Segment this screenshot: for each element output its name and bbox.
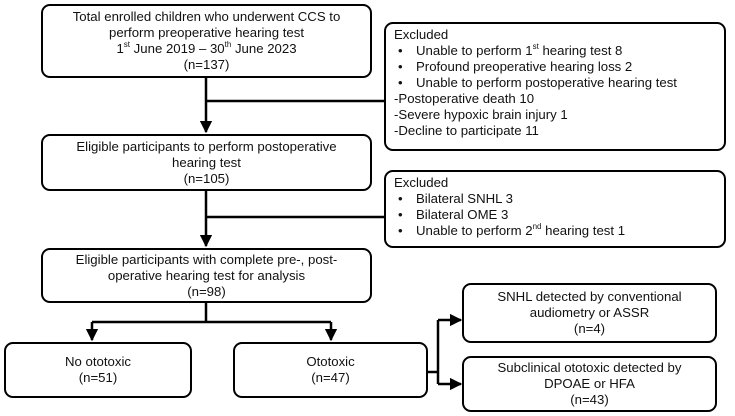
ototoxic-count: (n=47) — [311, 370, 350, 385]
no-ototoxic-box: No ototoxic (n=51) — [4, 342, 192, 398]
eligible-analysis-box: Eligible participants with complete pre-… — [41, 248, 372, 303]
eligible-post-line1: Eligible participants to perform postope… — [76, 138, 337, 154]
eligible-post-count: (n=105) — [183, 170, 230, 186]
excluded-1-item-3: Unable to perform postoperative hearing … — [394, 75, 716, 91]
excluded-2-item-3: Unable to perform 2nd hearing test 1 — [394, 222, 716, 239]
no-ototoxic-count: (n=51) — [78, 370, 118, 385]
enrolled-box: Total enrolled children who underwent CC… — [41, 4, 372, 78]
excluded-2-item-1: Bilateral SNHL 3 — [394, 191, 716, 207]
excluded-box-1: Excluded Unable to perform 1st hearing t… — [384, 22, 726, 151]
snhl-count: (n=4) — [573, 321, 606, 336]
ototoxic-label: Ototoxic — [306, 354, 355, 369]
excluded-1-detail-1: -Postoperative death 10 — [394, 91, 535, 106]
snhl-line1: SNHL detected by conventional — [497, 289, 682, 304]
enrolled-line1: Total enrolled children who underwent CC… — [72, 9, 341, 24]
excluded-1-item-2: Profound preoperative hearing loss 2 — [394, 59, 716, 75]
eligible-postoperative-box: Eligible participants to perform postope… — [41, 134, 372, 191]
enrolled-count: (n=137) — [183, 57, 230, 72]
eligible-analysis-line1: Eligible participants with complete pre-… — [75, 251, 338, 267]
subclinical-line1: Subclinical ototoxic detected by — [497, 360, 682, 375]
excluded-1-detail-3: -Decline to participate 11 — [394, 123, 539, 138]
excluded-box-2: Excluded Bilateral SNHL 3 Bilateral OME … — [384, 170, 726, 248]
excluded-1-item-1: Unable to perform 1st hearing test 8 — [394, 42, 716, 59]
excluded-2-title: Excluded — [394, 175, 449, 190]
eligible-post-line2: hearing test — [172, 154, 241, 170]
excluded-2-item-2: Bilateral OME 3 — [394, 207, 716, 223]
ototoxic-box: Ototoxic (n=47) — [233, 342, 428, 398]
eligible-analysis-line2: operative hearing test for analysis — [107, 267, 306, 283]
excluded-1-detail-2: -Severe hypoxic brain injury 1 — [394, 107, 568, 122]
snhl-box: SNHL detected by conventional audiometry… — [462, 283, 717, 343]
snhl-line2: audiometry or ASSR — [529, 305, 650, 320]
enrolled-date-range: 1st June 2019 – 30th June 2023 — [116, 39, 297, 56]
subclinical-box: Subclinical ototoxic detected by DPOAE o… — [462, 356, 717, 412]
eligible-analysis-count: (n=98) — [187, 283, 226, 299]
subclinical-line2: DPOAE or HFA — [544, 376, 635, 391]
subclinical-count: (n=43) — [570, 392, 609, 407]
no-ototoxic-label: No ototoxic — [65, 354, 131, 369]
enrolled-line2: perform preoperative hearing test — [109, 25, 304, 40]
excluded-1-title: Excluded — [394, 27, 449, 42]
